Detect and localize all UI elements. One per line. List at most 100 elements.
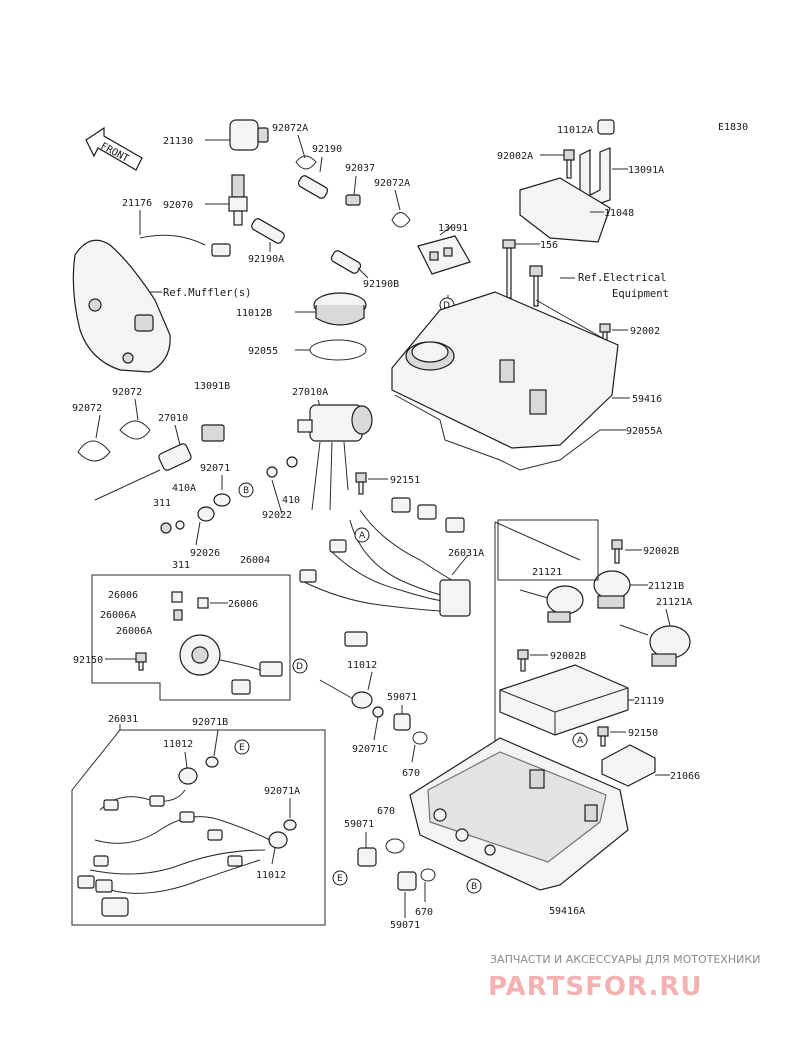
bolt-92151 <box>355 472 367 495</box>
magnet-26006-b <box>197 597 209 609</box>
label-92072-a: 92072 <box>112 387 142 398</box>
grommet-92071B <box>205 756 219 768</box>
label-92071B: 92071B <box>192 717 228 728</box>
muffler-cover <box>72 239 171 373</box>
label-92002: 92002 <box>630 326 660 337</box>
label-92022: 92022 <box>262 510 292 521</box>
label-21130: 21130 <box>163 136 193 147</box>
callout-E-bottom <box>332 870 348 886</box>
o-ring-670-b <box>385 838 405 854</box>
callout-A-right <box>572 732 588 748</box>
watermark-brand: PARTSFOR.RU <box>488 972 702 1002</box>
plate-11048 <box>519 177 611 243</box>
coil-21121B <box>593 570 631 609</box>
label-59071-a: 59071 <box>387 692 417 703</box>
hose-92190A <box>251 218 285 244</box>
hose-92190B <box>330 250 362 274</box>
grommet-11012-a <box>351 691 373 709</box>
diagram-code: E1830 <box>718 122 748 133</box>
magnet-26006 <box>171 591 183 603</box>
callout-D-bottom-text: D <box>296 662 303 672</box>
label-92071A: 92071A <box>264 786 300 797</box>
label-92150-b: 92150 <box>628 728 658 739</box>
label-26031A: 26031A <box>448 548 484 559</box>
coil-21121 <box>519 585 584 623</box>
clamp-92037 <box>345 194 361 206</box>
electric-box-cover-59416 <box>391 291 619 449</box>
label-21176: 21176 <box>122 198 152 209</box>
callout-B-bottom <box>466 878 482 894</box>
label-21121: 21121 <box>532 567 562 578</box>
grommet-92071C <box>372 706 384 718</box>
watermark-tagline: ЗАПЧАСТИ И АКСЕССУАРЫ ДЛЯ МОТОТЕХНИКИ <box>490 953 760 966</box>
pickup-coil <box>179 634 283 695</box>
label-26006A-a: 26006A <box>100 610 136 621</box>
grommet-92071 <box>213 493 231 507</box>
callout-B-bottom-text: B <box>471 882 477 892</box>
bolt-156 <box>502 239 516 299</box>
ref-electrical-line1: Ref.Electrical <box>578 272 667 284</box>
harness-26031A <box>299 497 471 647</box>
label-311-b: 311 <box>172 560 190 571</box>
label-92037: 92037 <box>345 163 375 174</box>
label-21066: 21066 <box>670 771 700 782</box>
ref-electrical-line2: Equipment <box>612 288 669 300</box>
callout-B-mid <box>238 482 254 498</box>
label-92071: 92071 <box>200 463 230 474</box>
o-ring-92055 <box>309 339 367 361</box>
label-92072-b: 92072 <box>72 403 102 414</box>
cap-11012A <box>597 119 615 135</box>
coil-21121A <box>619 624 691 667</box>
label-11012-c: 11012 <box>256 870 286 881</box>
group-26004-outline <box>91 574 291 701</box>
callout-D-top-text: D <box>443 301 450 311</box>
control-box-21119 <box>499 664 629 736</box>
fitting-59071-a <box>393 713 411 731</box>
bushing-92026 <box>197 506 215 522</box>
group-26031-outline <box>71 729 326 926</box>
label-13091B: 13091B <box>194 381 230 392</box>
hose-92190 <box>297 175 329 199</box>
label-13091: 13091 <box>438 223 468 234</box>
fitting-59071-b <box>357 847 377 867</box>
label-59071-b: 59071 <box>344 819 374 830</box>
label-92002B: 92002B <box>643 546 679 557</box>
label-92072A-b: 92072A <box>374 178 410 189</box>
front-arrow-icon: FRONT <box>85 126 143 171</box>
regulator-21066 <box>601 744 656 787</box>
callout-B-mid-text: B <box>243 486 249 496</box>
ref-muffler-label: Ref.Muffler(s) <box>163 287 252 299</box>
label-92071C: 92071C <box>352 744 388 755</box>
label-156: 156 <box>540 240 558 251</box>
label-26006A-b: 26006A <box>116 626 152 637</box>
bolt-92002A <box>563 149 575 179</box>
magnet-26006A <box>173 609 183 621</box>
label-13091A: 13091A <box>628 165 664 176</box>
label-11012B: 11012B <box>236 308 272 319</box>
callout-E-left-text: E <box>239 743 245 753</box>
spark-plug <box>228 174 248 226</box>
label-26031: 26031 <box>108 714 138 725</box>
label-92190: 92190 <box>312 144 342 155</box>
label-26006: 26006 <box>108 590 138 601</box>
fitting-59071-c <box>397 871 417 891</box>
label-92190A: 92190A <box>248 254 284 265</box>
label-92002B-b: 92002B <box>550 651 586 662</box>
label-21119: 21119 <box>634 696 664 707</box>
label-92055: 92055 <box>248 346 278 357</box>
callout-A-mid-text: A <box>359 531 366 541</box>
spark-plug-cap <box>229 119 269 151</box>
grommet-92071A <box>283 819 297 831</box>
callout-E-left <box>234 739 250 755</box>
harness-26031 <box>77 789 271 917</box>
label-92055A: 92055A <box>626 426 662 437</box>
washer-410 <box>286 456 298 468</box>
label-410: 410 <box>282 495 300 506</box>
label-27010: 27010 <box>158 413 188 424</box>
box-group-outline <box>494 519 599 760</box>
nut-311-b <box>175 520 185 530</box>
grommet-11012-b <box>178 767 198 785</box>
label-21121A: 21121A <box>656 597 692 608</box>
cable-27010 <box>94 424 225 501</box>
